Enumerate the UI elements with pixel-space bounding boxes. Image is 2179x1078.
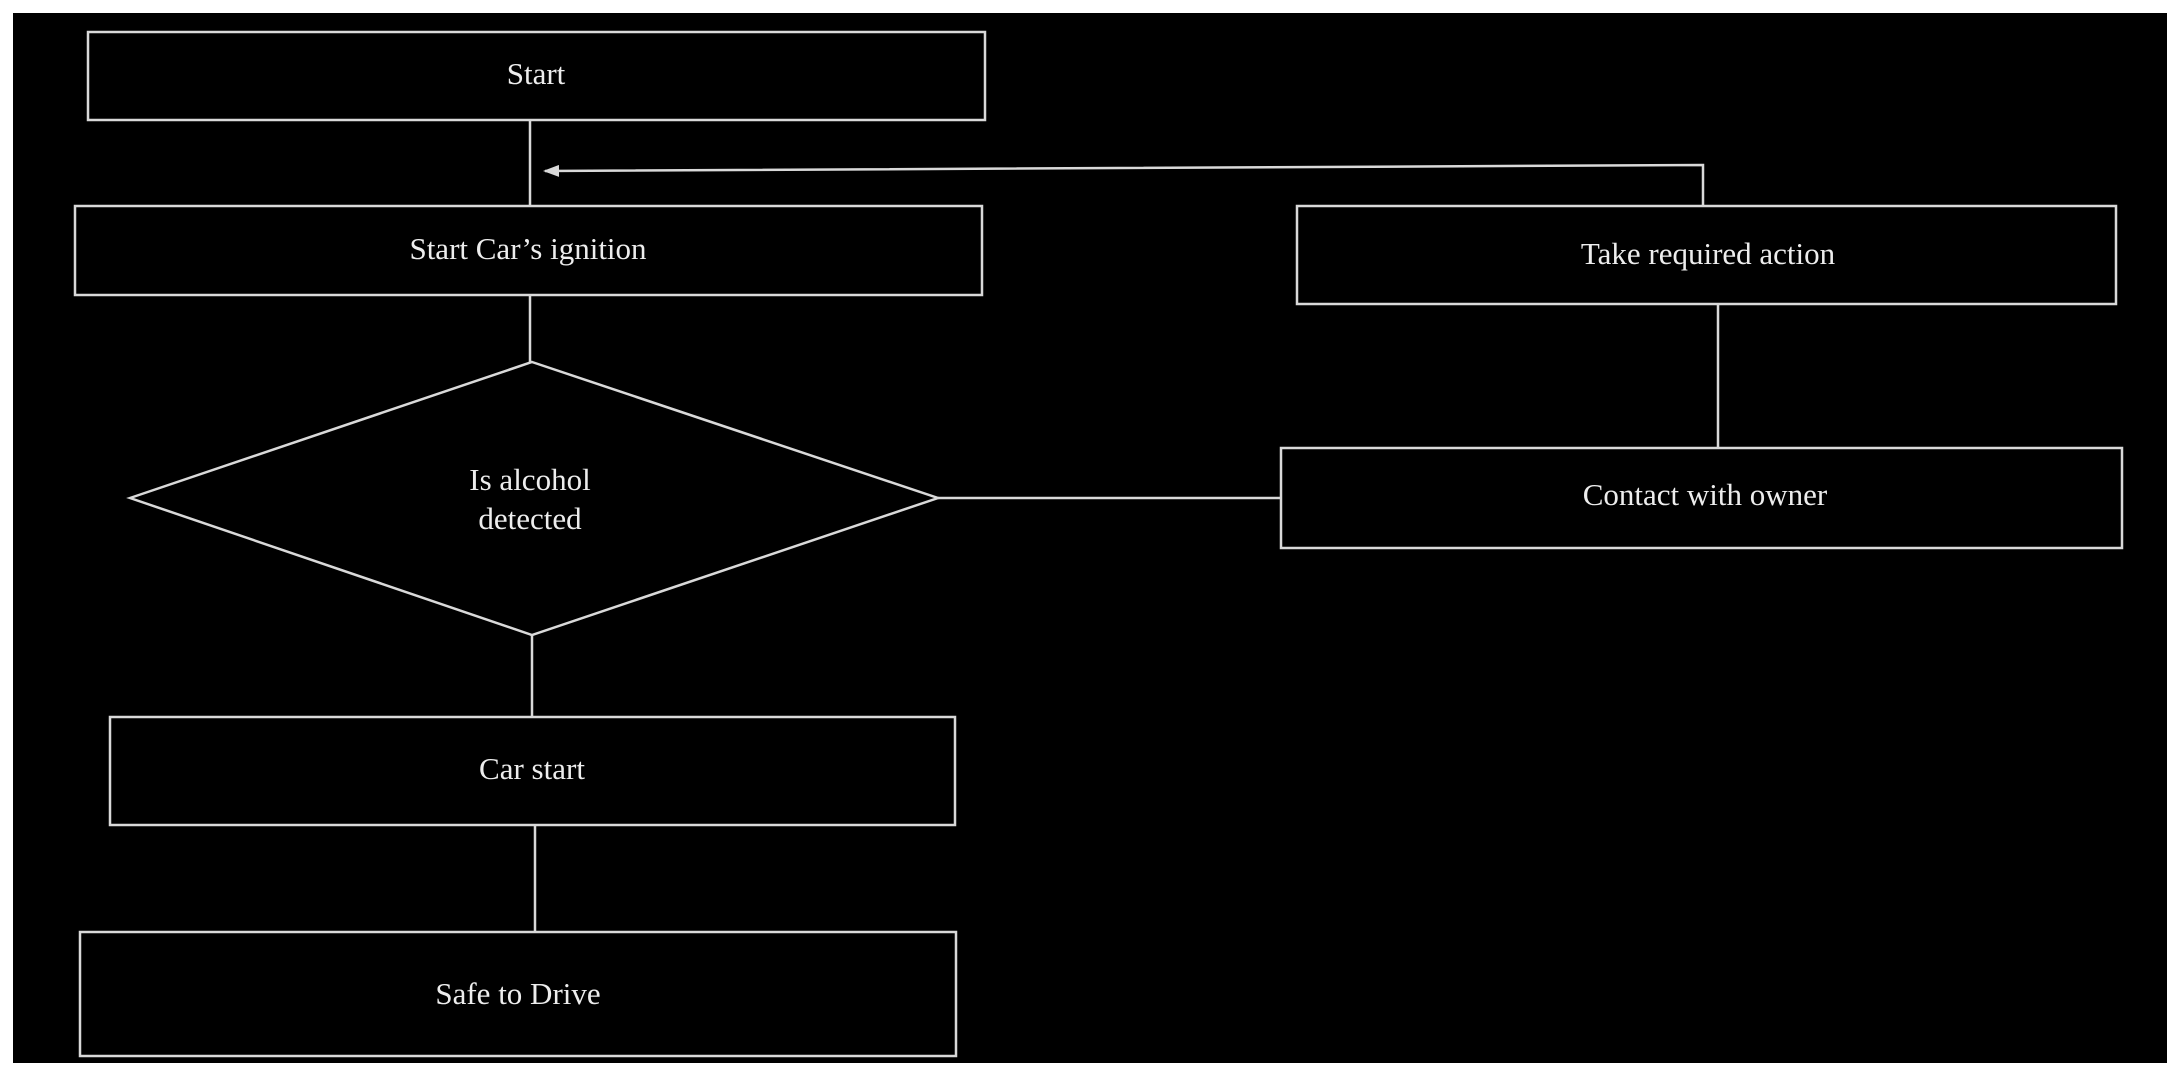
decision-label-line1: Is alcohol	[469, 462, 590, 497]
ignition-node-label: Start Car’s ignition	[409, 231, 647, 266]
flowchart-panel: Start Start Car’s ignition Is alcohol de…	[13, 13, 2167, 1063]
contact-owner-node-label: Contact with owner	[1583, 477, 1828, 512]
take-action-node	[1295, 204, 2118, 306]
safe-to-drive-node-label: Safe to Drive	[435, 976, 600, 1011]
start-node-label: Start	[507, 56, 566, 91]
flowchart-diagram: Start Start Car’s ignition Is alcohol de…	[73, 30, 2124, 1058]
safe-to-drive-node	[78, 930, 958, 1058]
take-action-node-label: Take required action	[1581, 236, 1836, 271]
ignition-node	[73, 204, 984, 297]
edge-action-feedback-loop	[543, 163, 1705, 206]
contact-owner-node	[1279, 446, 2124, 550]
decision-label-line2: detected	[478, 501, 582, 536]
car-start-node-label: Car start	[479, 751, 585, 786]
alcohol-decision-node	[126, 360, 942, 637]
car-start-node	[108, 715, 957, 827]
start-node	[86, 30, 987, 122]
